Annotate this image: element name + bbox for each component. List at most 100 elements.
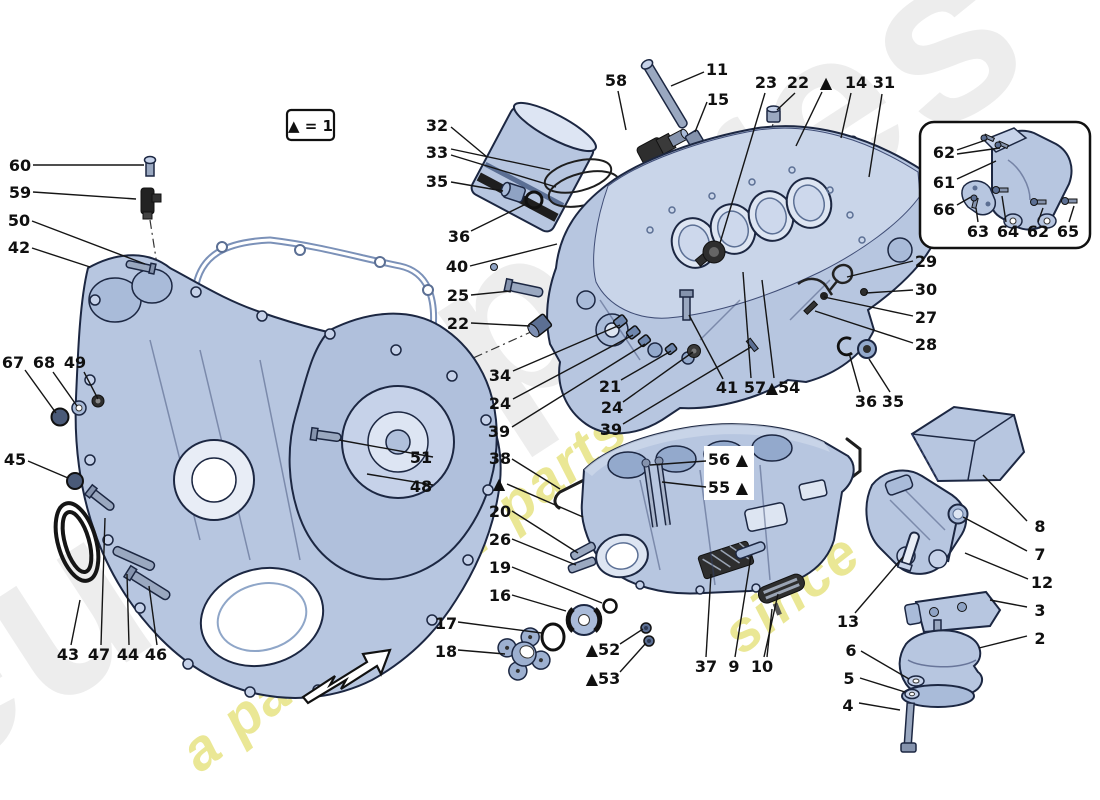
- callout-label-38: 38: [489, 449, 511, 468]
- callout-label-14: 14: [845, 73, 867, 92]
- callout-label-36: 36: [855, 392, 877, 411]
- leader-line-12: [964, 552, 1029, 580]
- callout-label-25: 25: [447, 286, 469, 305]
- callout-label-60: 60: [9, 156, 31, 175]
- leader-line-15: [694, 101, 708, 133]
- callout-label-▲: ▲: [820, 73, 833, 92]
- callout-label-46: 46: [145, 645, 167, 664]
- callout-label-62: 62: [933, 143, 955, 162]
- leader-line-31: [868, 93, 883, 178]
- leader-line-39: [511, 343, 646, 428]
- leader-line-58: [617, 90, 627, 131]
- dowel-26: [567, 556, 597, 574]
- o-ring-17: [540, 622, 566, 652]
- leader-line-32: [450, 126, 488, 158]
- callout-label-44: 44: [117, 645, 139, 664]
- clamp-29: [829, 263, 854, 291]
- callout-label-29: 29: [915, 252, 937, 271]
- leader-line-50: [31, 220, 146, 265]
- leader-line-13: [854, 556, 904, 614]
- leader-line-22: [470, 322, 531, 327]
- callout-label-26: 26: [489, 530, 511, 549]
- leader-line-30: [865, 289, 914, 294]
- callout-label-22: 22: [787, 73, 809, 92]
- callout-label-3: 3: [1034, 601, 1045, 620]
- callout-label-9: 9: [728, 657, 739, 676]
- callout-label-64: 64: [997, 222, 1019, 241]
- fastener-bolt-60: [143, 155, 157, 177]
- direction-arrow: [301, 648, 392, 705]
- seal-ring-43: [53, 501, 101, 583]
- support-3: [904, 590, 1002, 634]
- nut-7: [947, 503, 969, 525]
- callout-label-12: 12: [1031, 573, 1053, 592]
- callout-label-59: 59: [9, 183, 31, 202]
- callout-label-8: 8: [1034, 517, 1045, 536]
- leader-line-55 ▲: [661, 481, 707, 488]
- leader-line-22: [776, 92, 796, 111]
- leader-line-▲53: [619, 642, 647, 673]
- leader-line-64: [1001, 195, 1007, 223]
- callout-label-35: 35: [426, 172, 448, 191]
- fastener-bolt-47: [83, 483, 115, 511]
- callout-label-▲54: ▲54: [766, 378, 801, 397]
- pin-28: [803, 300, 819, 316]
- callout-label-45: 45: [4, 450, 26, 469]
- callout-label-41: 41: [716, 378, 738, 397]
- callout-label-62: 62: [1027, 222, 1049, 241]
- leader-line-5: [859, 677, 906, 693]
- leader-line-66: [956, 196, 972, 206]
- callout-label-2: 2: [1034, 629, 1045, 648]
- leader-line-67: [24, 369, 57, 414]
- callout-label-5: 5: [843, 669, 854, 688]
- leader-line-41: [688, 314, 724, 380]
- callout-label-▲53: ▲53: [586, 669, 621, 688]
- callout-label-63: 63: [967, 222, 989, 241]
- leader-line-62: [956, 147, 1001, 155]
- leader-line-2: [978, 635, 1028, 649]
- callout-label-16: 16: [489, 586, 511, 605]
- dowel-20: [569, 541, 597, 561]
- plugs-34-24-39: [612, 314, 678, 356]
- callout-label-32: 32: [426, 116, 448, 135]
- callout-label-20: 20: [489, 502, 511, 521]
- nuts-52-53: [640, 622, 655, 647]
- callout-label-21: 21: [599, 377, 621, 396]
- leader-line-24: [622, 351, 694, 403]
- leader-line-46: [148, 585, 158, 646]
- washer-5: [904, 688, 920, 700]
- plug-35: [500, 181, 526, 203]
- leader-line-11: [670, 71, 705, 87]
- cylinder-bores: [670, 177, 833, 269]
- callout-label-11: 11: [706, 60, 728, 79]
- callout-label-67: 67: [2, 353, 24, 372]
- leader-line-▲: [506, 483, 584, 518]
- knock-sensor-23: [694, 240, 726, 267]
- leader-line-7: [962, 516, 1028, 552]
- leader-line-23: [719, 92, 766, 244]
- callout-label-19: 19: [489, 558, 511, 577]
- legend: ▲ = 1: [285, 108, 336, 142]
- leader-line-3: [989, 599, 1028, 608]
- callout-label-22: 22: [447, 314, 469, 333]
- stud-44: [112, 545, 156, 571]
- leader-line-9: [734, 555, 752, 658]
- leader-line-34: [512, 324, 621, 372]
- oil-pipe-9: [735, 541, 766, 560]
- grommet-24b: [687, 344, 701, 358]
- bolt-41: [679, 289, 694, 321]
- leader-line-59: [32, 191, 137, 200]
- seal-49: [91, 394, 105, 408]
- leader-line-36: [848, 352, 861, 393]
- label-patch: [704, 446, 754, 500]
- callout-label-40: 40: [446, 257, 468, 276]
- leader-line-44: [126, 573, 130, 646]
- callout-label-47: 47: [88, 645, 110, 664]
- bolt-51: [309, 426, 342, 443]
- leader-line-61: [956, 160, 997, 180]
- legend-note: ▲ = 1: [288, 117, 333, 135]
- stud-11: [640, 59, 688, 129]
- callout-label-28: 28: [915, 335, 937, 354]
